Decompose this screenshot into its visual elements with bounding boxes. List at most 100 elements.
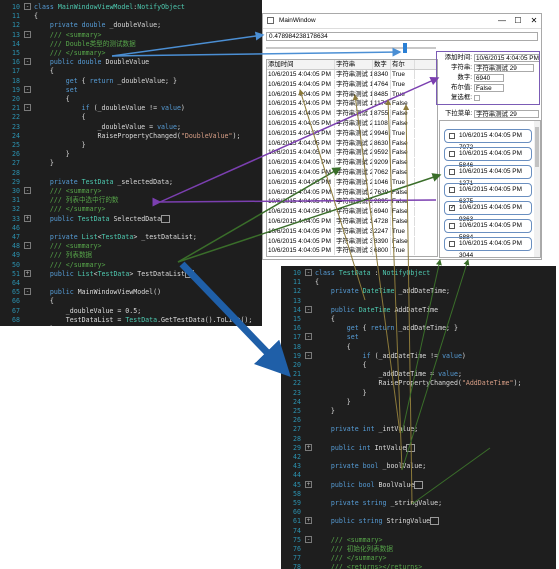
- code-line[interactable]: 11{: [0, 11, 262, 21]
- code-line[interactable]: 27 private int _intValue;: [281, 424, 556, 434]
- code-line[interactable]: 27 }: [0, 158, 262, 168]
- code-line[interactable]: 47 private List<TestData> _testDataList;: [0, 232, 262, 242]
- code-line[interactable]: 24 }: [281, 397, 556, 407]
- column-header[interactable]: 有尔: [391, 60, 415, 69]
- code-line[interactable]: 13- /// <summary>: [0, 30, 262, 40]
- code-line[interactable]: 21- if (_doubleValue != value): [0, 103, 262, 113]
- double-value-textbox[interactable]: 0.478984238178634: [266, 32, 538, 41]
- code-line[interactable]: 78 /// <returns></returns>: [281, 562, 556, 569]
- code-line[interactable]: 45+ public bool BoolValue: [281, 480, 556, 490]
- detail-value-field[interactable]: False: [474, 84, 504, 92]
- collapse-icon[interactable]: -: [305, 269, 312, 276]
- code-line[interactable]: 10-class MainWindowViewModel:NotifyObjec…: [0, 2, 262, 12]
- code-line[interactable]: 46: [0, 223, 262, 233]
- checkbox[interactable]: [449, 133, 455, 139]
- code-line[interactable]: 33+ public TestData SelectedData: [0, 214, 262, 224]
- code-line[interactable]: 17 {: [0, 66, 262, 76]
- collapse-icon[interactable]: -: [305, 305, 312, 313]
- code-line[interactable]: 67 _doubleValue = 0.5;: [0, 306, 262, 316]
- title-bar[interactable]: MainWindow — ☐ ✕: [263, 14, 541, 29]
- collapse-icon[interactable]: -: [24, 85, 31, 93]
- detail-value-field[interactable]: 6940: [474, 74, 504, 82]
- code-line[interactable]: 49 /// 列表数据: [0, 250, 262, 260]
- expand-icon[interactable]: +: [24, 214, 31, 222]
- collapse-icon[interactable]: -: [24, 187, 31, 194]
- code-line[interactable]: 10-class TestData : NotifyObject: [281, 268, 556, 278]
- code-line[interactable]: 48- /// <summary>: [0, 241, 262, 251]
- expand-icon[interactable]: +: [305, 517, 312, 525]
- checkbox[interactable]: [449, 151, 455, 157]
- close-button[interactable]: ✕: [530, 16, 538, 25]
- column-header[interactable]: 添加时间: [267, 60, 335, 69]
- code-line[interactable]: 26: [281, 415, 556, 425]
- code-line[interactable]: 22 RaisePropertyChanged("AddDateTime");: [281, 378, 556, 388]
- code-line[interactable]: 15 /// </summary>: [0, 48, 262, 58]
- code-line[interactable]: 68 TestDataList = TestData.GetTestData()…: [0, 315, 262, 325]
- code-line[interactable]: 25 }: [281, 406, 556, 416]
- code-line[interactable]: 28: [281, 434, 556, 444]
- code-line[interactable]: 51+ public List<TestData> TestDataList: [0, 269, 262, 279]
- code-line[interactable]: 24 RaisePropertyChanged("DoubleValue");: [0, 131, 262, 141]
- checkbox[interactable]: [449, 169, 455, 175]
- code-line[interactable]: 32 /// </summary>: [0, 204, 262, 214]
- double-value-slider-thumb[interactable]: [403, 43, 408, 53]
- collapse-icon[interactable]: -: [24, 58, 31, 66]
- code-line[interactable]: 23 _doubleValue = value;: [0, 122, 262, 132]
- code-line[interactable]: 13: [281, 296, 556, 306]
- code-line[interactable]: 31 /// 列表中选中行的数: [0, 195, 262, 205]
- detail-checkbox[interactable]: [474, 95, 480, 101]
- collapse-icon[interactable]: -: [24, 3, 31, 10]
- code-line[interactable]: 22 {: [0, 112, 262, 122]
- code-line[interactable]: 20 {: [0, 94, 262, 104]
- code-line[interactable]: 11{: [281, 277, 556, 287]
- expand-icon[interactable]: +: [305, 443, 312, 451]
- column-header[interactable]: 数字: [373, 60, 391, 69]
- collapse-icon[interactable]: -: [24, 30, 31, 38]
- maximize-button[interactable]: ☐: [514, 16, 522, 25]
- checkbox[interactable]: [449, 241, 455, 247]
- expand-icon[interactable]: +: [24, 269, 31, 277]
- collapse-icon[interactable]: -: [24, 104, 31, 112]
- code-line[interactable]: 76 /// 初始化列表数据: [281, 544, 556, 554]
- code-line[interactable]: 42: [281, 452, 556, 462]
- code-line[interactable]: 50 /// </summary>: [0, 260, 262, 270]
- checkbox[interactable]: [449, 223, 455, 229]
- checkbox-list-scrollbar[interactable]: [534, 121, 540, 257]
- code-line[interactable]: 23 }: [281, 388, 556, 398]
- collapse-icon[interactable]: -: [305, 333, 312, 341]
- code-line[interactable]: 17- set: [281, 332, 556, 342]
- code-line[interactable]: 77 /// </summary>: [281, 553, 556, 563]
- code-line[interactable]: 14 /// Double类型的测试数据: [0, 39, 262, 49]
- code-line[interactable]: 64: [0, 278, 262, 288]
- grid-header-row[interactable]: 添加时间字符串数字有尔: [267, 60, 437, 70]
- code-line[interactable]: 14- public DateTime AddDateTime: [281, 305, 556, 315]
- code-line[interactable]: 44: [281, 470, 556, 480]
- code-line[interactable]: 26 }: [0, 149, 262, 159]
- code-line[interactable]: 12 private DateTime _addDateTime;: [281, 286, 556, 296]
- column-header[interactable]: 字符串: [335, 60, 373, 69]
- code-line[interactable]: 16 get { return _addDateTime; }: [281, 323, 556, 333]
- code-line[interactable]: 60: [281, 507, 556, 517]
- code-line[interactable]: 66 {: [0, 296, 262, 306]
- checkbox[interactable]: [449, 187, 455, 193]
- minimize-button[interactable]: —: [498, 16, 506, 25]
- checkbox[interactable]: ✓: [449, 205, 456, 211]
- checkbox-list-scroll-thumb[interactable]: [535, 127, 539, 167]
- collapse-icon[interactable]: -: [305, 535, 312, 543]
- code-line[interactable]: 75- /// <summary>: [281, 535, 556, 545]
- expand-icon[interactable]: +: [305, 480, 312, 488]
- code-line[interactable]: 69 }: [0, 324, 262, 326]
- code-line[interactable]: 74: [281, 526, 556, 536]
- code-line[interactable]: 19- if (_addDateTime != value): [281, 351, 556, 361]
